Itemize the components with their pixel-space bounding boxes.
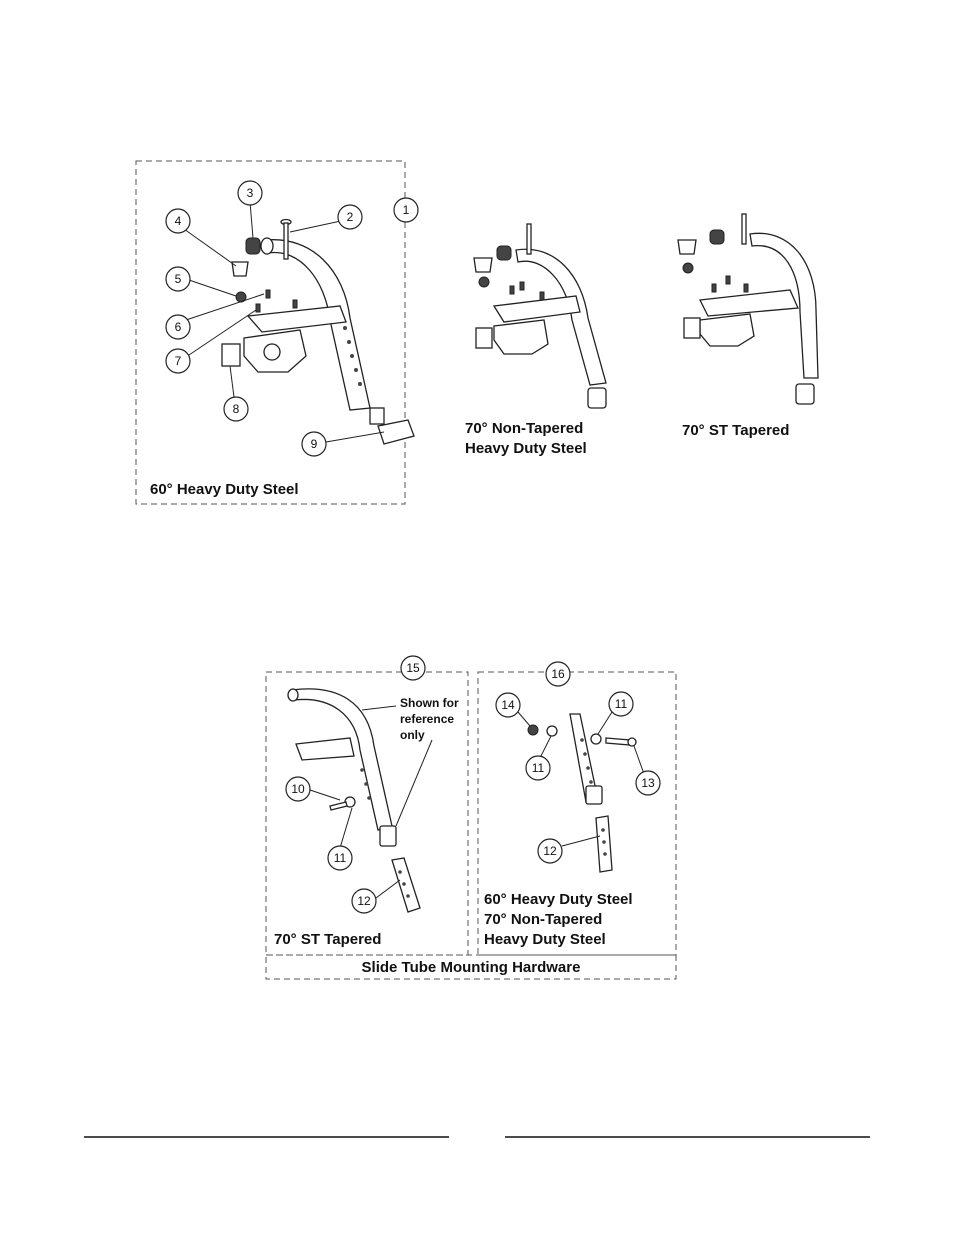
- screw: [744, 284, 748, 292]
- washer: [547, 726, 557, 736]
- svg-text:8: 8: [233, 402, 240, 416]
- svg-text:9: 9: [311, 437, 318, 451]
- mounting-plate: [700, 290, 798, 316]
- panel-caption-line-1: 70° Non-Tapered: [465, 420, 583, 437]
- panel-caption: 60° Heavy Duty Steel: [150, 481, 299, 498]
- tube-end: [261, 238, 273, 254]
- callout-11-left: 11: [526, 756, 550, 780]
- callout-8: 8: [224, 397, 248, 421]
- bolt: [606, 738, 630, 745]
- svg-text:16: 16: [551, 667, 565, 681]
- callout-3: 3: [238, 181, 262, 205]
- panel-caption: 70° ST Tapered: [682, 422, 789, 439]
- left-caption: 70° ST Tapered: [274, 931, 381, 948]
- mounting-plate: [494, 296, 580, 322]
- bracket: [474, 258, 492, 272]
- bumper: [588, 388, 606, 408]
- washer: [591, 734, 601, 744]
- right-caption-line-2: 70° Non-Tapered: [484, 911, 602, 928]
- callout-11-right: 11: [609, 692, 633, 716]
- svg-text:12: 12: [357, 894, 371, 908]
- left-assembly: 15 10 11 12 Shown for reference only 70°…: [274, 656, 459, 948]
- bumper: [370, 408, 414, 444]
- bolt: [742, 214, 746, 244]
- nut: [528, 725, 538, 735]
- callout-12-right: 12: [538, 839, 562, 863]
- screw: [293, 300, 297, 308]
- svg-text:6: 6: [175, 320, 182, 334]
- clamp-assembly: [494, 320, 548, 354]
- callout-10: 10: [286, 777, 310, 801]
- svg-text:1: 1: [403, 203, 410, 217]
- slide-sleeve: [380, 826, 396, 846]
- end-cap: [497, 246, 511, 260]
- callout-13: 13: [636, 771, 660, 795]
- callout-9: 9: [302, 432, 326, 456]
- bracket: [678, 240, 696, 254]
- svg-text:11: 11: [615, 697, 628, 711]
- reference-note-line-3: only: [400, 728, 425, 742]
- end-cap: [246, 238, 260, 254]
- right-assembly: 16 14 11 11 13 12 60° Heavy Duty Steel 7…: [484, 662, 660, 948]
- right-caption-line-3: Heavy Duty Steel: [484, 931, 606, 948]
- svg-text:2: 2: [347, 210, 354, 224]
- bumper: [796, 384, 814, 404]
- slide-sleeve: [586, 786, 602, 804]
- svg-text:5: 5: [175, 272, 182, 286]
- callout-6: 6: [166, 315, 190, 339]
- slide-tube: [392, 858, 420, 912]
- svg-text:11: 11: [532, 761, 545, 775]
- screw: [510, 286, 514, 294]
- screw: [330, 802, 347, 810]
- slide-tube: [596, 816, 612, 872]
- clamp-knob: [264, 344, 280, 360]
- callout-1: 1: [394, 198, 418, 222]
- slide-tube-mounting-hardware: Slide Tube Mounting Hardware 15 10 11: [266, 656, 676, 979]
- svg-text:15: 15: [406, 661, 420, 675]
- callout-7: 7: [166, 349, 190, 373]
- plate-stub: [296, 738, 354, 760]
- callout-15: 15: [401, 656, 425, 680]
- callout-4: 4: [166, 209, 190, 233]
- callout-16: 16: [546, 662, 570, 686]
- svg-text:4: 4: [175, 214, 182, 228]
- svg-text:11: 11: [334, 851, 347, 865]
- screw: [712, 284, 716, 292]
- heel-pad: [684, 318, 700, 338]
- svg-text:14: 14: [501, 698, 515, 712]
- callout-11: 11: [328, 846, 352, 870]
- heel-pad: [222, 344, 240, 366]
- svg-text:7: 7: [175, 354, 182, 368]
- svg-text:13: 13: [641, 776, 655, 790]
- nut: [479, 277, 489, 287]
- bracket: [232, 262, 248, 276]
- heel-pad: [476, 328, 492, 348]
- slide-tube-title: Slide Tube Mounting Hardware: [362, 959, 581, 976]
- screw: [540, 292, 544, 300]
- reference-note-line-2: reference: [400, 712, 454, 726]
- callout-5: 5: [166, 267, 190, 291]
- bolt-head: [628, 738, 636, 746]
- callout-14: 14: [496, 693, 520, 717]
- panel-70-non-tapered: 70° Non-Tapered Heavy Duty Steel: [465, 224, 606, 457]
- right-caption-line-1: 60° Heavy Duty Steel: [484, 891, 633, 908]
- screw: [520, 282, 524, 290]
- panel-70-st-tapered: 70° ST Tapered: [678, 214, 818, 439]
- reference-note-line-1: Shown for: [400, 696, 459, 710]
- clamp-assembly: [700, 314, 754, 346]
- screw: [266, 290, 270, 298]
- svg-text:12: 12: [543, 844, 557, 858]
- nut: [683, 263, 693, 273]
- bolt: [527, 224, 531, 254]
- screw: [256, 304, 260, 312]
- panel-60-heavy-duty-steel: 1 2 3 4 5 6 7 8 9 60° Heavy Duty Steel: [136, 161, 418, 504]
- callout-2: 2: [338, 205, 362, 229]
- svg-text:10: 10: [291, 782, 305, 796]
- screw: [726, 276, 730, 284]
- svg-text:3: 3: [247, 186, 254, 200]
- end-cap: [710, 230, 724, 244]
- callout-12: 12: [352, 889, 376, 913]
- panel-caption-line-2: Heavy Duty Steel: [465, 440, 587, 457]
